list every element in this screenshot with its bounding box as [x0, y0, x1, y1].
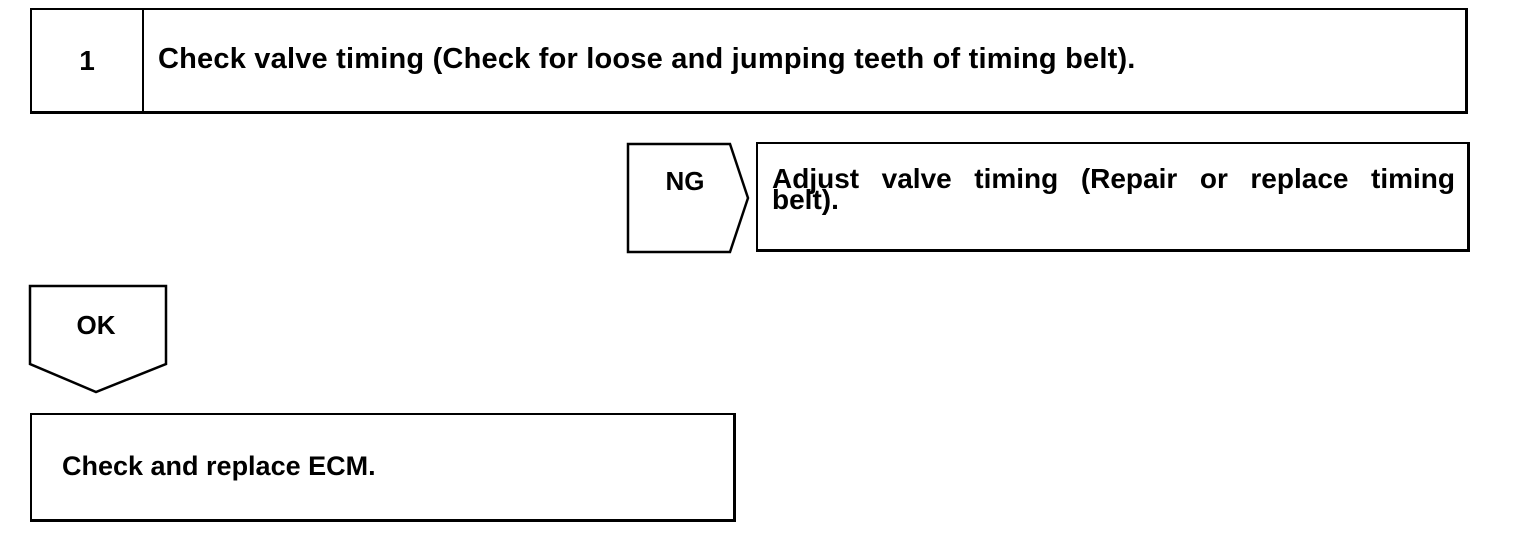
step-number: 1 — [32, 10, 144, 111]
ok-label: OK — [76, 310, 116, 340]
ok-arrow-shape — [28, 284, 168, 394]
ng-action-text: Adjust valve timing (Repair or replace t… — [772, 163, 1455, 215]
ok-action-text: Check and replace ECM. — [62, 450, 376, 481]
ng-arrow-shape — [626, 142, 750, 254]
ng-label: NG — [665, 166, 705, 196]
step-1-box: 1 Check valve timing (Check for loose an… — [30, 8, 1468, 114]
step-description: Check valve timing (Check for loose and … — [158, 43, 1136, 75]
ng-action-box: Adjust valve timing (Repair or replace t… — [756, 142, 1470, 252]
ok-action-box: Check and replace ECM. — [30, 413, 736, 522]
